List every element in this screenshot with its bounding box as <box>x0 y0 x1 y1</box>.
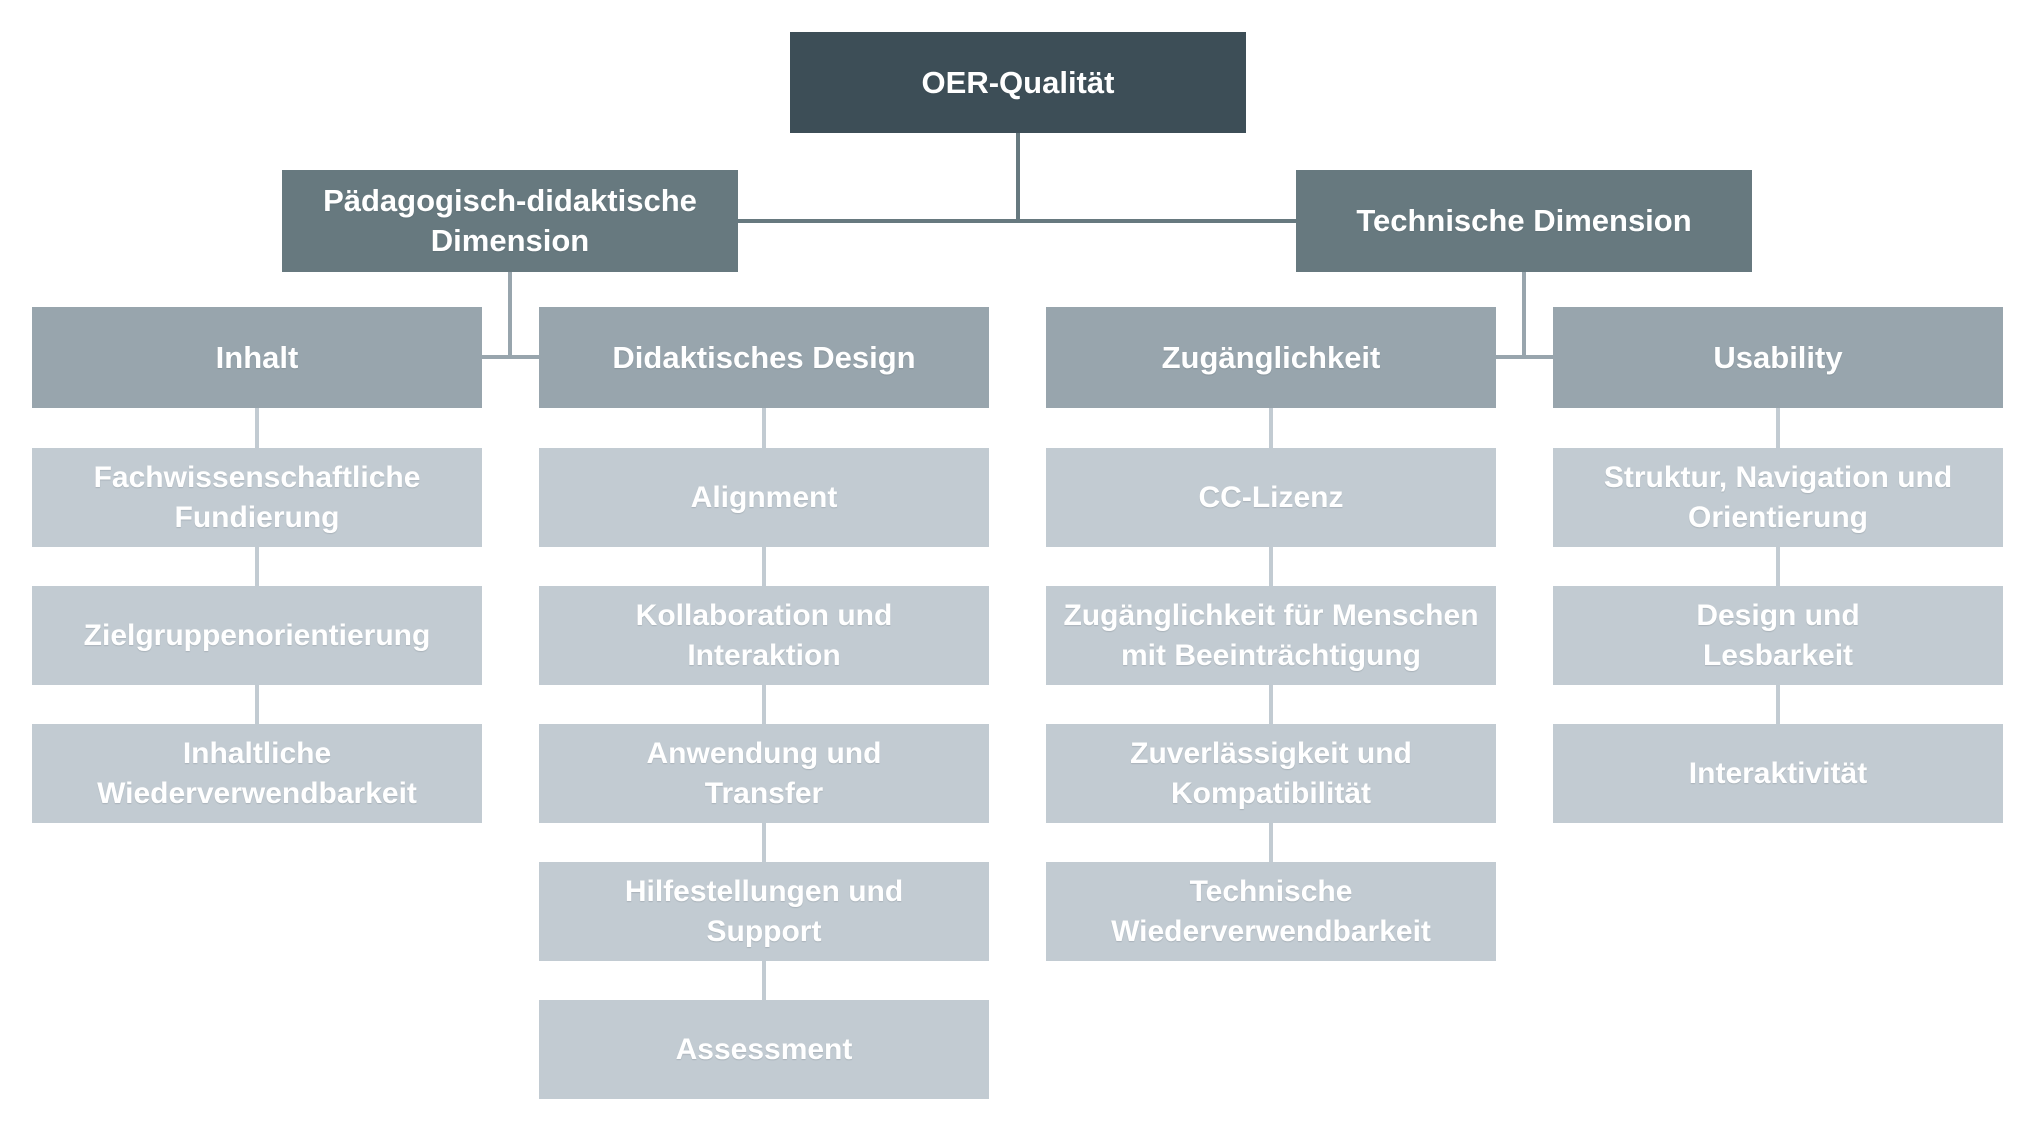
item-label: Zuverlässigkeit und Kompatibilität <box>1130 736 1412 810</box>
connector-didaktisches-2 <box>762 685 766 724</box>
node-dim-paedagogisch-didaktisch: Pädagogisch-didaktische Dimension <box>282 170 738 272</box>
node-item-kollaboration-und-interaktion: Kollaboration und Interaktion <box>539 586 989 685</box>
node-item-design-und-lesbarkeit: Design und Lesbarkeit <box>1553 586 2003 685</box>
node-item-zuverlaessigkeit-und-kompatibilitaet: Zuverlässigkeit und Kompatibilität <box>1046 724 1496 823</box>
item-label: Technische Wiederverwendbarkeit <box>1111 874 1431 948</box>
connector-usability-2 <box>1776 685 1780 724</box>
connector-paedagogisch-horizontal <box>482 355 539 359</box>
connector-didaktisches-0 <box>762 408 766 448</box>
connector-inhalt-0 <box>255 408 259 448</box>
connector-technisch-horizontal <box>1496 355 1553 359</box>
item-label: Struktur, Navigation und Orientierung <box>1603 460 1953 534</box>
connector-root-horizontal <box>738 219 1296 223</box>
node-oer-qualitaet-label: OER-Qualität <box>921 64 1115 100</box>
item-label: Inhaltliche Wiederverwendbarkeit <box>97 736 417 810</box>
item-label: Design und Lesbarkeit <box>1696 598 1860 672</box>
item-label: Fachwissenschaftliche Fundierung <box>93 460 421 534</box>
node-item-struktur-navigation-orientierung: Struktur, Navigation und Orientierung <box>1553 448 2003 547</box>
connector-root-vertical <box>1016 133 1020 221</box>
connector-zugaenglichkeit-1 <box>1269 547 1273 586</box>
item-label: Alignment <box>690 480 838 514</box>
connector-inhalt-1 <box>255 547 259 586</box>
item-label: Zielgruppenorientierung <box>83 618 431 652</box>
node-item-alignment: Alignment <box>539 448 989 547</box>
item-label: Kollaboration und Interaktion <box>635 598 893 672</box>
connector-didaktisches-4 <box>762 961 766 1000</box>
node-item-technische-wiederverwendbarkeit: Technische Wiederverwendbarkeit <box>1046 862 1496 961</box>
node-oer-qualitaet: OER-Qualität <box>790 32 1246 133</box>
connector-technisch-vertical <box>1522 272 1526 359</box>
item-label: Zugänglichkeit für Menschen mit Beeinträ… <box>1063 598 1479 672</box>
node-item-assessment: Assessment <box>539 1000 989 1099</box>
node-item-hilfestellungen-und-support: Hilfestellungen und Support <box>539 862 989 961</box>
node-cat-zugaenglichkeit-label: Zugänglichkeit <box>1161 339 1381 375</box>
node-cat-usability-label: Usability <box>1713 339 1843 375</box>
connector-inhalt-2 <box>255 685 259 724</box>
node-dim-technisch-label: Technische Dimension <box>1356 203 1692 238</box>
node-cat-zugaenglichkeit: Zugänglichkeit <box>1046 307 1496 408</box>
connector-usability-1 <box>1776 547 1780 586</box>
connector-zugaenglichkeit-0 <box>1269 408 1273 448</box>
node-item-cc-lizenz: CC-Lizenz <box>1046 448 1496 547</box>
item-label: Interaktivität <box>1688 756 1868 790</box>
node-item-inhaltliche-wiederverwendbarkeit: Inhaltliche Wiederverwendbarkeit <box>32 724 482 823</box>
connector-didaktisches-1 <box>762 547 766 586</box>
item-label: Anwendung und Transfer <box>646 736 882 810</box>
node-dim-technisch: Technische Dimension <box>1296 170 1752 272</box>
connector-paedagogisch-vertical <box>508 272 512 359</box>
item-label: CC-Lizenz <box>1198 480 1344 514</box>
node-cat-didaktisches-design: Didaktisches Design <box>539 307 989 408</box>
connector-zugaenglichkeit-3 <box>1269 823 1273 862</box>
node-cat-didaktisches-design-label: Didaktisches Design <box>612 339 916 375</box>
node-item-zugaenglichkeit-fuer-menschen: Zugänglichkeit für Menschen mit Beeinträ… <box>1046 586 1496 685</box>
node-item-fachwissenschaftliche-fundierung: Fachwissenschaftliche Fundierung <box>32 448 482 547</box>
item-label: Hilfestellungen und Support <box>624 874 904 948</box>
node-cat-usability: Usability <box>1553 307 2003 408</box>
node-item-interaktivitaet: Interaktivität <box>1553 724 2003 823</box>
connector-didaktisches-3 <box>762 823 766 862</box>
connector-zugaenglichkeit-2 <box>1269 685 1273 724</box>
node-cat-inhalt-label: Inhalt <box>215 339 299 375</box>
node-item-anwendung-und-transfer: Anwendung und Transfer <box>539 724 989 823</box>
node-dim-paedagogisch-label: Pädagogisch-didaktische Dimension <box>323 183 697 258</box>
node-item-zielgruppenorientierung: Zielgruppenorientierung <box>32 586 482 685</box>
node-cat-inhalt: Inhalt <box>32 307 482 408</box>
item-label: Assessment <box>675 1032 853 1066</box>
connector-usability-0 <box>1776 408 1780 448</box>
